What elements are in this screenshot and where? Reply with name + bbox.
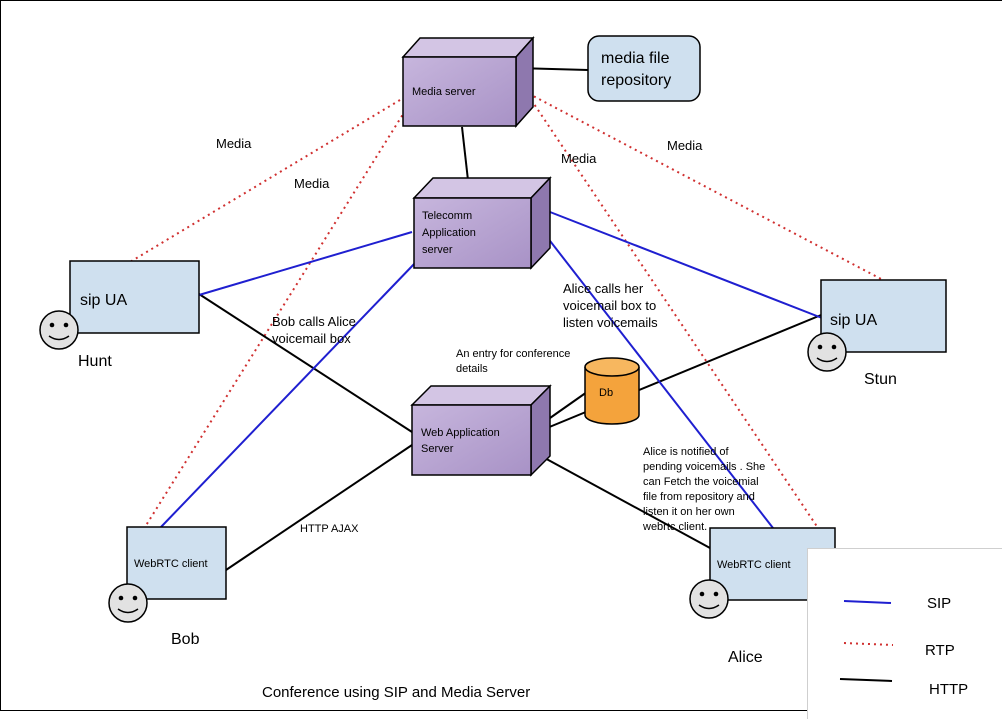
repo-label-line1: media file xyxy=(601,50,670,67)
web-app-label-line2: Server xyxy=(421,443,454,455)
media-label-3: Media xyxy=(561,151,597,166)
sip-line-bob-telecomm xyxy=(160,261,417,528)
rtp-line-media-hunt xyxy=(129,99,401,263)
sip-line-hunt-telecomm xyxy=(198,231,413,296)
sip-connections xyxy=(160,211,823,529)
smiley-icon-bob xyxy=(108,583,148,623)
rtp-connections xyxy=(129,87,884,529)
sip-ua-left-node: sip UA xyxy=(69,260,200,334)
media-label-1: Media xyxy=(216,136,252,151)
legend-panel xyxy=(807,548,1002,719)
line-web-db xyxy=(549,391,588,419)
person-stun-label: Stun xyxy=(864,371,897,388)
media-label-2: Media xyxy=(294,176,330,191)
sip-ua-right-label: sip UA xyxy=(830,312,877,329)
telecomm-label-line2: Application xyxy=(422,227,476,239)
webrtc-right-label: WebRTC client xyxy=(717,559,791,571)
telecomm-label-line3: server xyxy=(422,244,453,256)
media-file-repository-node: media file repository xyxy=(587,35,701,102)
sip-line-telecomm-alice xyxy=(539,227,774,529)
alice-calls-line2: voicemail box to xyxy=(563,298,656,313)
alice-notified-line1: Alice is notified of xyxy=(643,446,730,458)
web-app-label-line1: Web Application xyxy=(421,427,500,439)
alice-notified-line4: file from repository and xyxy=(643,491,755,503)
web-application-server-node: Web Application Server xyxy=(410,384,552,477)
smiley-icon-alice xyxy=(689,579,729,619)
telecomm-server-node: Telecomm Application server xyxy=(412,176,552,270)
telecomm-label-line1: Telecomm xyxy=(422,210,472,222)
sip-line-telecomm-stun xyxy=(549,211,823,319)
smiley-icon-stun xyxy=(807,332,847,372)
webrtc-left-label: WebRTC client xyxy=(134,558,208,570)
repo-label-line2: repository xyxy=(601,72,671,89)
rtp-line-media-bob xyxy=(144,94,416,528)
http-line-hunt-web xyxy=(198,293,413,433)
webrtc-client-left-node: WebRTC client xyxy=(126,526,227,600)
http-ajax-label: HTTP AJAX xyxy=(300,523,359,535)
http-line-web-alice xyxy=(529,449,711,549)
person-hunt-label: Hunt xyxy=(78,353,112,370)
media-label-4: Media xyxy=(667,138,703,153)
person-alice-label: Alice xyxy=(728,649,763,666)
alice-calls-line3: listen voicemails xyxy=(563,315,658,330)
alice-calls-line1: Alice calls her xyxy=(563,281,644,296)
db-node: Db xyxy=(584,357,640,425)
alice-notified-line2: pending voicemails . She xyxy=(643,461,765,473)
conference-entry-line1: An entry for conference xyxy=(456,348,570,360)
media-server-node: Media server xyxy=(401,36,535,128)
rtp-line-media-stun xyxy=(517,87,884,281)
conference-entry-line2: details xyxy=(456,363,488,375)
http-line-bob-web xyxy=(225,444,413,571)
sip-ua-left-label: sip UA xyxy=(80,292,127,309)
bob-calls-line1: Bob calls Alice xyxy=(272,314,356,329)
alice-notified-line6: webrtc client. xyxy=(642,521,707,533)
alice-notified-line3: can Fetch the voicemial xyxy=(643,476,759,488)
diagram-caption: Conference using SIP and Media Server xyxy=(262,684,530,701)
alice-notified-line5: listen it on her own xyxy=(643,506,735,518)
person-bob-label: Bob xyxy=(171,631,200,648)
bob-calls-line2: voicemail box xyxy=(272,331,351,346)
smiley-icon-hunt xyxy=(39,310,79,350)
media-server-label: Media server xyxy=(412,86,476,98)
http-line-web-stun xyxy=(529,312,827,436)
db-label: Db xyxy=(599,387,613,399)
